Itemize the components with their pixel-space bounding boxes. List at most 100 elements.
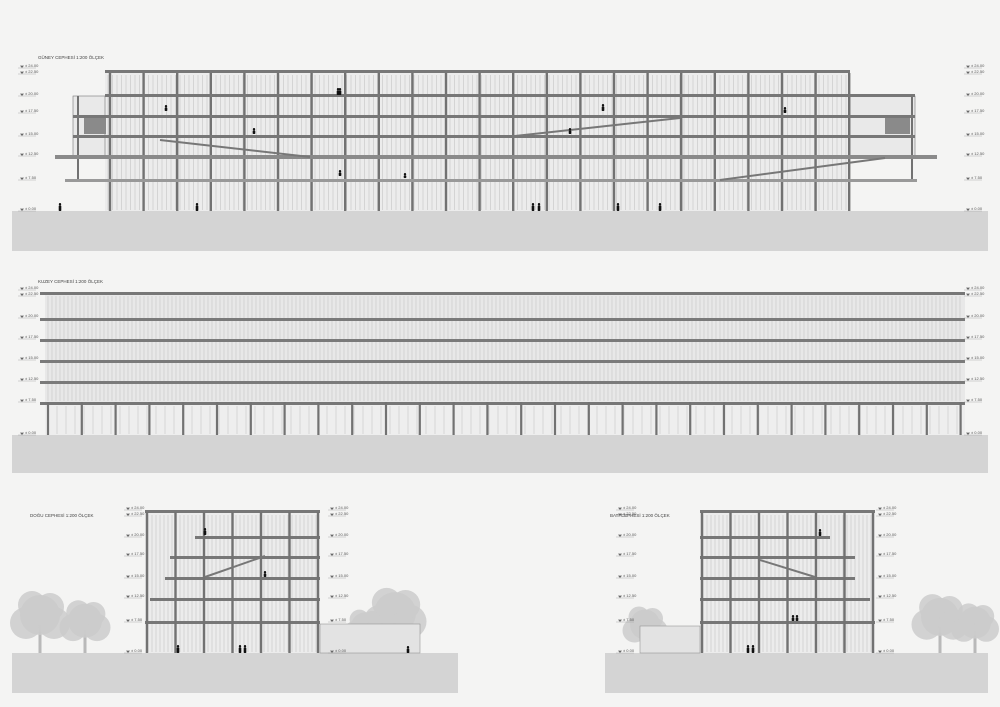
level-label: ± 24.00: [25, 285, 39, 290]
human-figure: [263, 571, 267, 577]
level-marker: ± 24.00: [964, 63, 985, 69]
level-marker: ± 15.00: [876, 573, 897, 579]
column: [259, 512, 263, 653]
column: [478, 73, 481, 211]
west-annex: [639, 625, 701, 654]
column: [174, 512, 177, 653]
level-marker: ± 17.50: [964, 334, 985, 340]
column: [891, 402, 895, 435]
level-marker: ± 22.50: [964, 291, 985, 297]
human-figure: [243, 645, 247, 653]
column: [729, 512, 732, 653]
column: [621, 402, 624, 435]
level-label: ± 20.00: [883, 532, 897, 537]
south-elevation-title: GÜNEY CEPHESİ 1:200 ÖLÇEK: [38, 54, 104, 60]
human-figure: [336, 88, 340, 95]
level-label: ± 12.50: [131, 593, 145, 598]
column: [713, 73, 716, 211]
level-label: ± 12.50: [335, 593, 349, 598]
level-label: ± 15.00: [335, 573, 349, 578]
level-marker: ± 0.00: [616, 648, 635, 654]
level-marker: ± 22.50: [328, 511, 349, 517]
column: [351, 402, 354, 435]
column: [384, 402, 388, 435]
column: [317, 402, 320, 435]
level-label: ± 15.00: [971, 131, 985, 136]
level-marker: ± 24.00: [328, 505, 349, 511]
level-label: ± 24.00: [971, 285, 985, 290]
level-label: ± 0.00: [883, 648, 895, 653]
column: [722, 402, 726, 435]
column: [790, 402, 793, 435]
human-figure: [338, 88, 342, 95]
column: [646, 73, 649, 211]
level-label: ± 20.00: [25, 91, 39, 96]
level-label: ± 17.50: [883, 551, 897, 556]
level-marker: ± 24.00: [964, 285, 985, 291]
east-elevation-title: DOĞU CEPHESİ 1:200 ÖLÇEK: [30, 512, 94, 518]
level-marker: ± 20.00: [18, 313, 39, 319]
level-marker: ± 20.00: [964, 313, 985, 319]
level-label: ± 17.50: [131, 551, 145, 556]
north-elevation-title: KUZEY CEPHESİ 1:200 ÖLÇEK: [38, 278, 103, 284]
level-marker: ± 24.00: [18, 63, 39, 69]
level-label: ± 15.00: [883, 573, 897, 578]
column: [545, 73, 548, 211]
level-marker: ± 15.00: [328, 573, 349, 579]
south-ground: [12, 211, 988, 251]
east-figures: [176, 528, 410, 653]
level-label: ± 22.50: [335, 511, 349, 516]
level-marker: ± 7.50: [616, 617, 635, 623]
column: [780, 73, 784, 211]
north-upper-facade: [45, 295, 965, 402]
column: [215, 402, 219, 435]
column: [316, 512, 320, 653]
level-marker: ± 17.50: [616, 551, 637, 557]
level-marker: ± 0.00: [124, 648, 143, 654]
column: [786, 512, 789, 653]
level-label: ± 0.00: [335, 648, 347, 653]
south-columns: [77, 73, 913, 211]
human-figure: [406, 646, 410, 653]
north-elevation: KUZEY CEPHESİ 1:200 ÖLÇEK ± 24.00± 22.50…: [12, 278, 988, 473]
column: [757, 512, 761, 653]
column: [46, 402, 50, 435]
level-label: ± 22.50: [883, 511, 897, 516]
level-label: ± 24.00: [971, 63, 985, 68]
level-marker: ± 0.00: [964, 430, 983, 436]
column: [579, 73, 582, 211]
north-ground-floor: [45, 404, 965, 435]
south-figures: [58, 88, 787, 211]
level-marker: ± 7.50: [124, 617, 143, 623]
level-marker: ± 12.50: [616, 593, 637, 599]
level-marker: ± 0.00: [18, 430, 37, 436]
level-label: ± 22.50: [971, 291, 985, 296]
east-ground: [12, 653, 458, 693]
column: [418, 402, 421, 435]
level-marker: ± 15.00: [124, 573, 145, 579]
south-ramp-1: [159, 139, 311, 158]
human-figure: [616, 203, 620, 211]
level-label: ± 12.50: [971, 376, 985, 381]
column: [486, 402, 489, 435]
human-figure: [751, 645, 755, 653]
column: [243, 73, 246, 211]
level-marker: ± 20.00: [328, 532, 349, 538]
column: [77, 96, 79, 182]
level-label: ± 17.50: [335, 551, 349, 556]
level-marker: ± 15.00: [18, 131, 39, 137]
east-level-markers-left: ± 24.00± 22.50± 20.00± 17.50± 15.00± 12.…: [124, 505, 145, 654]
level-marker: ± 20.00: [616, 532, 637, 538]
column: [612, 73, 616, 211]
level-marker: ± 7.50: [328, 617, 347, 623]
west-ground: [605, 653, 988, 693]
human-figure: [791, 615, 795, 621]
level-marker: ± 12.50: [124, 593, 145, 599]
east-elevation: DOĞU CEPHESİ 1:200 ÖLÇEK ± 24.00± 22.50 ±…: [10, 505, 458, 693]
human-figure: [203, 528, 207, 535]
level-label: ± 15.00: [25, 355, 39, 360]
level-label: ± 7.50: [25, 175, 37, 180]
level-label: ± 0.00: [971, 430, 983, 435]
level-label: ± 7.50: [25, 397, 37, 402]
level-label: ± 24.00: [335, 505, 349, 510]
